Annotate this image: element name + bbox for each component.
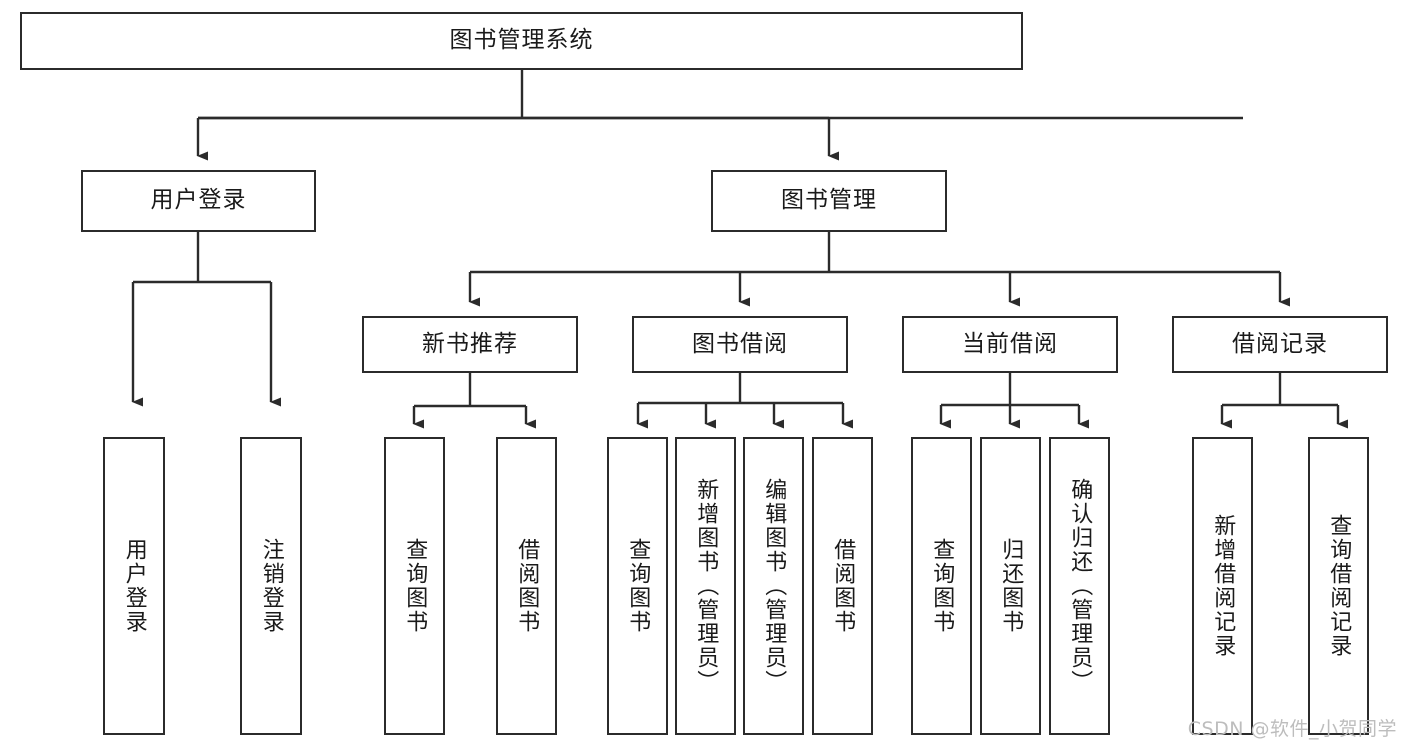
leaf-label: 查询图书 [625, 538, 651, 634]
node-user-login-label: 用户登录 [150, 187, 247, 214]
leaf-new-book-query[interactable]: 查询图书 [384, 437, 445, 735]
node-book-borrow-label: 图书借阅 [692, 330, 788, 357]
leaf-label: 查询借阅记录 [1326, 514, 1352, 658]
node-book-borrow[interactable]: 图书借阅 [632, 316, 848, 373]
leaf-label: 借阅图书 [514, 538, 540, 634]
node-root[interactable]: 图书管理系统 [20, 12, 1023, 70]
leaf-record-query[interactable]: 查询借阅记录 [1308, 437, 1369, 735]
node-current-borrow[interactable]: 当前借阅 [902, 316, 1118, 373]
node-current-borrow-label: 当前借阅 [962, 330, 1058, 357]
node-new-book-recommend[interactable]: 新书推荐 [362, 316, 578, 373]
leaf-label: 新增借阅记录 [1210, 514, 1236, 658]
leaf-label: 注销登录 [258, 538, 284, 634]
leaf-label: 归还图书 [998, 538, 1024, 634]
csdn-watermark: CSDN @软件_小贺同学 [1187, 718, 1397, 740]
leaf-current-query-book[interactable]: 查询图书 [911, 437, 972, 735]
leaf-new-book-borrow[interactable]: 借阅图书 [496, 437, 557, 735]
leaf-current-return-book[interactable]: 归还图书 [980, 437, 1041, 735]
leaf-label: 编辑图书（管理员） [761, 478, 787, 694]
leaf-label: 查询图书 [402, 538, 428, 634]
leaf-borrow-add-book[interactable]: 新增图书（管理员） [675, 437, 736, 735]
leaf-borrow-edit-book[interactable]: 编辑图书（管理员） [743, 437, 804, 735]
node-new-book-recommend-label: 新书推荐 [422, 330, 518, 357]
leaf-borrow-borrow-book[interactable]: 借阅图书 [812, 437, 873, 735]
leaf-label: 新增图书（管理员） [693, 478, 719, 694]
leaf-label: 用户登录 [121, 538, 147, 634]
leaf-label: 查询图书 [929, 538, 955, 634]
node-borrow-record[interactable]: 借阅记录 [1172, 316, 1388, 373]
leaf-label: 借阅图书 [830, 538, 856, 634]
leaf-current-confirm-return[interactable]: 确认归还（管理员） [1049, 437, 1110, 735]
leaf-label: 确认归还（管理员） [1067, 478, 1093, 694]
node-root-label: 图书管理系统 [449, 27, 594, 54]
leaf-record-add[interactable]: 新增借阅记录 [1192, 437, 1253, 735]
leaf-user-login-login[interactable]: 用户登录 [103, 437, 165, 735]
leaf-user-login-logout[interactable]: 注销登录 [240, 437, 302, 735]
node-borrow-record-label: 借阅记录 [1232, 330, 1328, 357]
node-user-login[interactable]: 用户登录 [81, 170, 316, 232]
node-book-management-label: 图书管理 [781, 187, 877, 214]
node-book-management[interactable]: 图书管理 [711, 170, 947, 232]
leaf-borrow-query-book[interactable]: 查询图书 [607, 437, 668, 735]
